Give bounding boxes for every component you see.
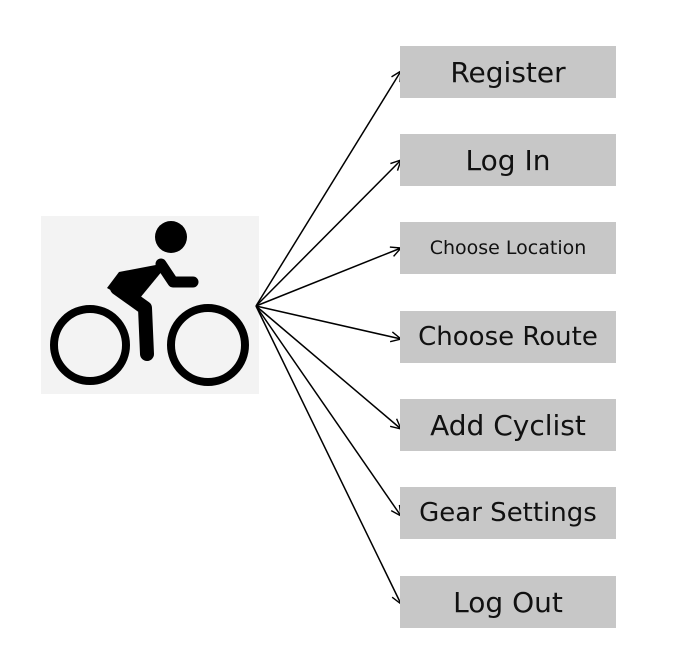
log-in-button[interactable]: Log In — [400, 134, 616, 186]
arrow-to-log-in — [255, 160, 401, 307]
arrow-to-choose-route — [255, 305, 401, 339]
register-button[interactable]: Register — [400, 46, 616, 98]
log-out-button[interactable]: Log Out — [400, 576, 616, 628]
arrow-to-gear-settings — [255, 305, 401, 516]
arrow-to-log-out — [255, 305, 401, 604]
cyclist-icon — [50, 221, 249, 386]
arrow-to-choose-location — [255, 248, 401, 307]
arrow-to-add-cyclist — [255, 305, 401, 429]
choose-route-button[interactable]: Choose Route — [400, 311, 616, 363]
gear-settings-button[interactable]: Gear Settings — [400, 487, 616, 539]
add-cyclist-button[interactable]: Add Cyclist — [400, 399, 616, 451]
arrow-to-register — [255, 71, 401, 307]
choose-location-button[interactable]: Choose Location — [400, 222, 616, 274]
cyclist-actor — [41, 216, 259, 394]
